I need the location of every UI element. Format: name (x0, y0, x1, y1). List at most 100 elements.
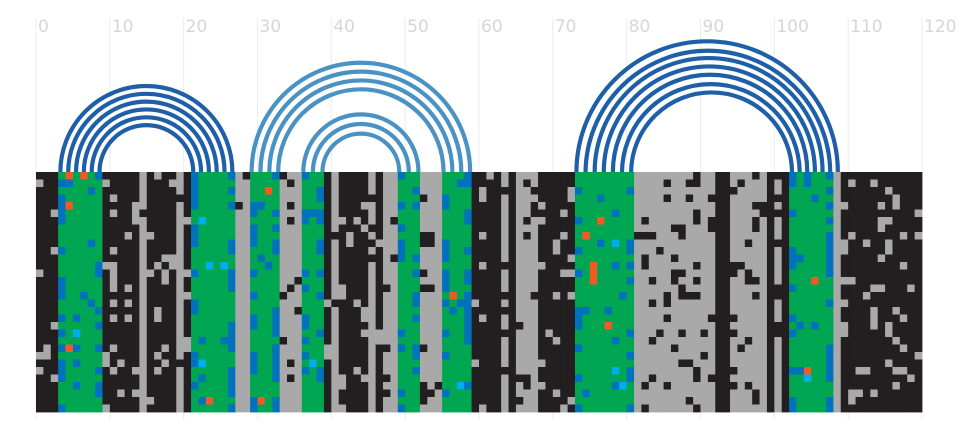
heatmap-cell (58, 269, 66, 278)
heatmap-cell (501, 224, 509, 233)
heatmap-cell (168, 187, 177, 195)
heatmap-cell (471, 254, 480, 263)
heatmap-cell (744, 322, 753, 330)
heatmap-cell (323, 404, 332, 413)
heatmap-cell (479, 247, 487, 255)
heatmap-cell (803, 299, 812, 308)
heatmap-cell (759, 179, 768, 188)
heatmap-cell (72, 367, 81, 375)
heatmap-cell (390, 217, 399, 225)
heatmap-cell (375, 187, 384, 195)
heatmap-cell (914, 232, 923, 240)
heatmap-cell (840, 239, 849, 248)
heatmap-cell (766, 397, 775, 405)
heatmap-cell (715, 374, 724, 383)
heatmap-cell (191, 292, 199, 300)
heatmap-cell (102, 352, 111, 360)
heatmap-cell (375, 337, 384, 345)
heatmap-cell (419, 187, 428, 195)
heatmap-cell (656, 179, 664, 188)
heatmap-cell (390, 397, 399, 405)
heatmap-cell (486, 389, 495, 398)
heatmap-cell (567, 277, 576, 285)
heatmap-cell (198, 209, 207, 218)
heatmap-cell (722, 382, 731, 390)
heatmap-cell (530, 314, 539, 323)
heatmap-cell (65, 359, 74, 368)
heatmap-cell (634, 374, 642, 383)
heatmap-cell (574, 329, 583, 338)
heatmap-cell (456, 239, 465, 248)
heatmap-cell (405, 239, 413, 248)
heatmap-cell (759, 322, 768, 330)
heatmap-cell (294, 247, 303, 255)
heatmap-cell (515, 382, 524, 390)
heatmap-cell (434, 359, 443, 368)
heatmap-cell (131, 269, 140, 278)
heatmap-cell (722, 299, 731, 308)
heatmap-cell (360, 359, 369, 368)
heatmap-cell (737, 262, 746, 270)
heatmap-cell (589, 337, 598, 345)
heatmap-cell (124, 239, 133, 248)
heatmap-cell (670, 269, 679, 278)
heatmap-cell (183, 344, 192, 353)
heatmap-cell (648, 397, 657, 405)
heatmap-cell (242, 232, 251, 240)
heatmap-cell (715, 299, 724, 308)
heatmap-cell (43, 262, 52, 270)
heatmap-cell (862, 209, 871, 218)
heatmap-cell (656, 209, 664, 218)
heatmap-cell (360, 224, 369, 233)
heatmap-cell (656, 232, 664, 240)
heatmap-cell (678, 404, 687, 413)
heatmap-cell (427, 232, 436, 240)
heatmap-cell (752, 314, 760, 323)
heatmap-cell (50, 359, 59, 368)
heatmap-cell (752, 224, 760, 233)
heatmap-cell (685, 359, 694, 368)
heatmap-cell (479, 389, 487, 398)
heatmap-cell (870, 217, 879, 225)
heatmap-cell (272, 217, 281, 225)
heatmap-cell (102, 344, 111, 353)
heatmap-cell (242, 179, 251, 188)
heatmap-cell (338, 337, 347, 345)
heatmap-cell (338, 202, 347, 210)
heatmap-cell (257, 277, 266, 285)
heatmap-cell (294, 209, 303, 218)
heatmap-cell (279, 329, 288, 338)
heatmap-cell (840, 269, 849, 278)
heatmap-cell (205, 194, 214, 203)
heatmap-cell (287, 337, 295, 345)
heatmap-cell (730, 232, 738, 240)
heatmap-cell (464, 299, 473, 308)
heatmap-cell (493, 194, 502, 203)
heatmap-cell (58, 284, 66, 293)
heatmap-cell (774, 382, 783, 390)
heatmap-cell (264, 292, 273, 300)
heatmap-cell (759, 217, 768, 225)
heatmap-cell (168, 299, 177, 308)
heatmap-cell (331, 292, 340, 300)
heatmap-cell (715, 224, 724, 233)
heatmap-cell (574, 359, 583, 368)
heatmap-cell (176, 179, 185, 188)
heatmap-cell (634, 277, 642, 285)
heatmap-cell (641, 299, 650, 308)
heatmap-cell (479, 209, 487, 218)
heatmap-cell (693, 292, 701, 300)
heatmap-cell (227, 314, 236, 323)
heatmap-cell (442, 187, 450, 195)
heatmap-cell (264, 314, 273, 323)
heatmap-cell (803, 224, 812, 233)
heatmap-cell (619, 307, 628, 315)
heatmap-cell (538, 232, 546, 240)
heatmap-cell (789, 299, 797, 308)
heatmap-cell (885, 262, 893, 270)
heatmap-cell (242, 224, 251, 233)
heatmap-cell (530, 187, 539, 195)
heatmap-cell (72, 239, 81, 248)
arc-link (310, 121, 411, 173)
heatmap-cell (227, 374, 236, 383)
